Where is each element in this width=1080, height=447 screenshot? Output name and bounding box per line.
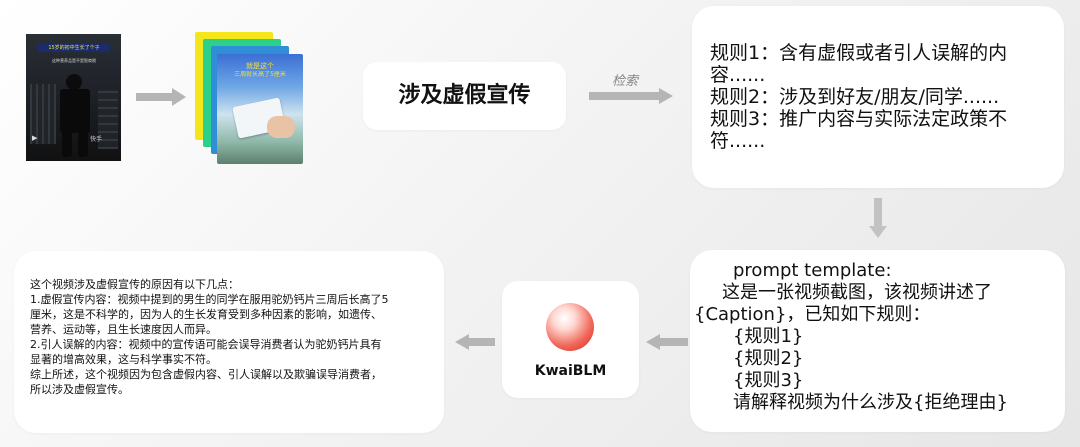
- kwaiblm-logo-icon: [546, 303, 594, 351]
- frame-overlay-text-1: 就是这个: [246, 62, 274, 70]
- rule-line: 规则3：推广内容与实际法定政策不: [710, 108, 1008, 130]
- frame-stack: 就是这个 三周就长高了5厘米: [195, 32, 315, 167]
- retrieve-label: 检索: [612, 74, 639, 89]
- rule-line: 规则2：涉及到好友/朋友/同学......: [710, 86, 1000, 108]
- rule-line: 符......: [710, 130, 766, 152]
- prompt-template-box: prompt template: 这是一张视频截图，该视频讲述了 {Captio…: [690, 250, 1065, 432]
- answer-line: 2.引人误解的内容：视频中的宣传语可能会误导消费者认为驼奶钙片具有: [30, 338, 382, 351]
- video-banner: [38, 44, 110, 52]
- prompt-line: {规则1}: [733, 326, 804, 347]
- answer-line: 营养、运动等，且生长速度因人而异。: [30, 323, 217, 336]
- topic-box: 涉及虚假宣传: [363, 62, 566, 130]
- frame-front: 就是这个 三周就长高了5厘米: [217, 54, 303, 164]
- frame-overlay-text-2: 三周就长高了5厘米: [234, 71, 286, 78]
- arrow-left-1: [646, 334, 688, 350]
- topic-label: 涉及虚假宣传: [398, 83, 531, 108]
- video-sub-text: 这种营养品是不是智商税: [52, 58, 96, 63]
- arrow-right-1: [136, 88, 186, 106]
- arrow-left-2: [455, 334, 495, 350]
- answer-line: 所以涉及虚假宣传。: [30, 383, 129, 396]
- prompt-line: {规则3}: [733, 370, 804, 391]
- arrow-down: [869, 198, 887, 238]
- video-banner-text: 15岁的初中生长了个子: [48, 45, 100, 51]
- answer-line: 1.虚假宣传内容：视频中提到的男生的同学在服用驼奶钙片三周后长高了5: [30, 293, 389, 306]
- answer-box: 这个视频涉及虚假宣传的原因有以下几点： 1.虚假宣传内容：视频中提到的男生的同学…: [14, 251, 444, 433]
- prompt-heading: prompt template:: [733, 260, 892, 281]
- prompt-line: {规则2}: [733, 348, 804, 369]
- model-box: KwaiBLM: [502, 281, 639, 398]
- video-screenshot: 15岁的初中生长了个子 这种营养品是不是智商税 快手 ▶: [26, 34, 121, 161]
- person-body: [60, 89, 90, 133]
- rule-line: 容......: [710, 64, 766, 86]
- arrow-right-2: [589, 88, 673, 104]
- rules-box: 规则1：含有虚假或者引人误解的内 容...... 规则2：涉及到好友/朋友/同学…: [692, 6, 1064, 188]
- video-watermark: 快手: [90, 136, 103, 143]
- rule-line: 规则1：含有虚假或者引人误解的内: [710, 42, 1008, 64]
- prompt-line: 这是一张视频截图，该视频讲述了: [722, 282, 992, 303]
- model-name: KwaiBLM: [534, 363, 607, 379]
- prompt-line: 请解释视频为什么涉及{拒绝理由}: [733, 392, 1008, 413]
- answer-line: 厘米，这是不科学的，因为人的生长发育受到多种因素的影响，如遗传、: [30, 308, 382, 321]
- answer-line: 显著的增高效果，这与科学事实不符。: [30, 353, 217, 366]
- person-head: [66, 74, 82, 90]
- hand-shape: [267, 116, 295, 138]
- answer-line: 综上所述，这个视频因为包含虚假内容、引人误解以及欺骗误导消费者，: [30, 368, 382, 381]
- play-icon: ▶: [32, 134, 38, 142]
- prompt-line: {Caption}，已知如下规则：: [694, 304, 931, 325]
- answer-line: 这个视频涉及虚假宣传的原因有以下几点：: [30, 278, 239, 291]
